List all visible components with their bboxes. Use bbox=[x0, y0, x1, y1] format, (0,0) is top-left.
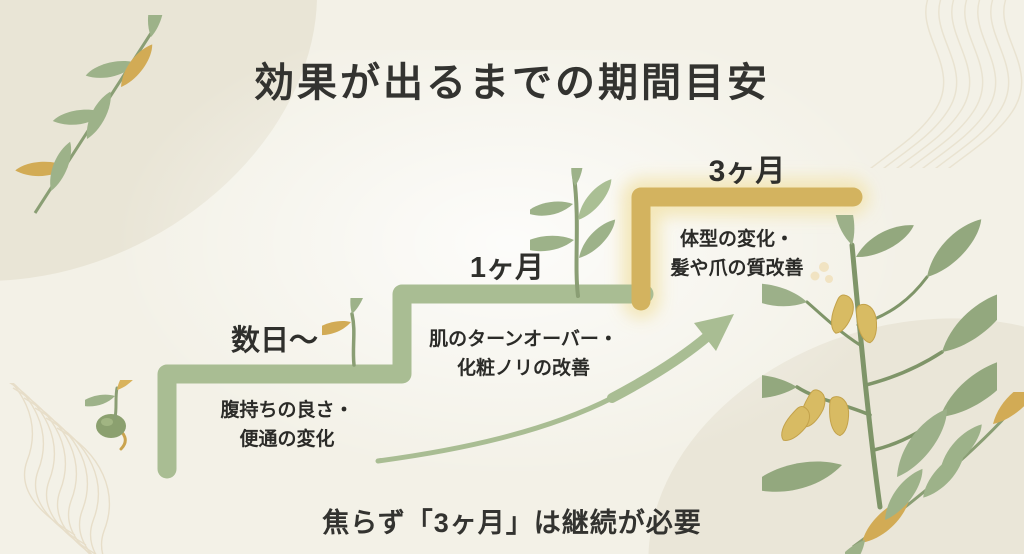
step2-description-line1: 肌のターンオーバー・ bbox=[429, 329, 618, 350]
step1-description-line2: 便通の変化 bbox=[239, 428, 335, 450]
step3-description: 体型の変化・ 髪や爪の質改善 bbox=[612, 226, 862, 283]
step2-description-line2: 化粧ノリの改善 bbox=[456, 357, 590, 379]
step1-description-line1: 腹持ちの良さ・ bbox=[220, 400, 354, 421]
step3-description-line1: 体型の変化・ bbox=[679, 229, 794, 250]
step3-description-line2: 髪や爪の質改善 bbox=[670, 257, 804, 279]
footer-note: 焦らず「3ヶ月」は継続が必要 bbox=[322, 508, 702, 538]
step1-description: 腹持ちの良さ・ 便通の変化 bbox=[172, 397, 402, 454]
page-title: 効果が出るまでの期間目安 bbox=[254, 61, 770, 105]
step2-description: 肌のターンオーバー・ 化粧ノリの改善 bbox=[396, 326, 651, 383]
step1-label: 数日〜 bbox=[230, 325, 318, 357]
step3-label: 3ヶ月 bbox=[708, 155, 786, 188]
step2-label: 1ヶ月 bbox=[469, 252, 545, 284]
